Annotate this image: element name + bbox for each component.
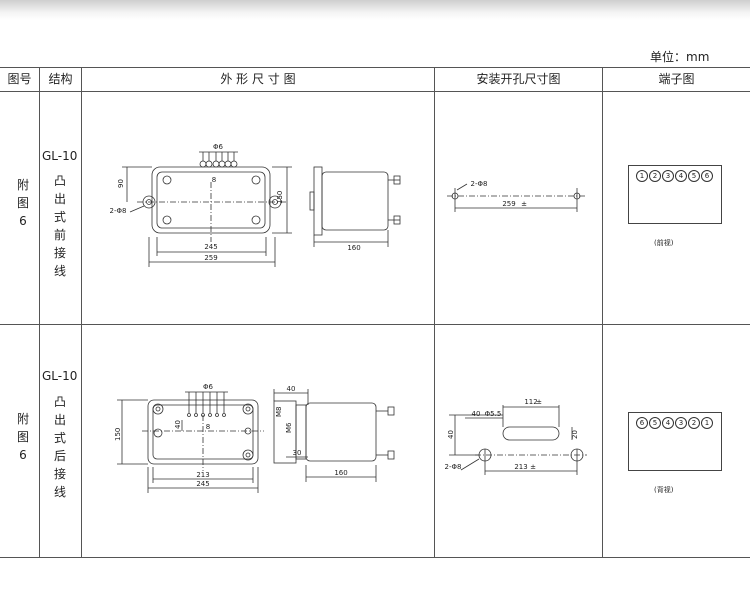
row2-view-label: (背视) [654,486,674,494]
row1-w-outer-label: 259 [204,254,217,262]
header-bottom-border [0,91,750,92]
row1-mount-span-label: 259 [502,200,515,208]
row1-term-d-label: Φ6 [213,143,224,151]
row2-mount-span-label: 213 [514,463,527,471]
row2-depth-label: 160 [334,469,347,477]
row1-hole-label: 2-Φ8 [110,207,127,215]
top-gradient-band [0,0,750,20]
row2-mount-slot-label: 112 [524,398,537,406]
row2-terminal-6: 6 [636,417,648,429]
row1-depth-label: 160 [347,244,360,252]
row1-terminal-6: 6 [701,170,713,182]
row1-pitch-label: 8 [212,176,216,184]
row2-mount-span-tol: ± [530,463,536,471]
col-divider-4 [602,67,603,557]
row1-terminal-2: 2 [649,170,661,182]
row2-mount-slot-tol: ± [536,398,542,406]
row2-d2-label: M6 [285,422,293,433]
row2-h-half-label: 40 [174,420,182,429]
header-structure: 结构 [48,72,73,86]
row2-terminal-2: 2 [688,417,700,429]
row1-w-inner-label: 245 [204,243,217,251]
row2-pitch-label: 8 [206,423,210,431]
row2-terminal-5: 5 [649,417,661,429]
row1-terminal-box [628,165,722,224]
row2-side-w-label: 40 [287,385,296,393]
row2-terminal-3: 3 [675,417,687,429]
unit-label: 单位：mm [650,50,710,64]
row1-structure: 凸出式前接线 [53,174,66,278]
header-outline: 外 形 尺 寸 图 [220,72,296,86]
row2-mount-hole-label: 2-Φ8 [445,463,462,471]
col-divider-3 [434,67,435,557]
row1-terminal-4: 4 [675,170,687,182]
row2-w-outer-label: 245 [196,480,209,488]
row1-outline-drawing: Φ6 8 245 259 160 2-Φ8 150 90 [110,143,401,267]
row2-outline-drawing: Φ6 8 213 245 40 30 160 150 40 M8 M6 [114,383,395,493]
row1-mount-tol-label: ± [521,200,527,208]
row2-h-label: 150 [114,428,122,441]
row1-terminal-5: 5 [688,170,700,182]
header-mounting: 安装开孔尺寸图 [476,72,561,86]
col-divider-1 [39,67,40,557]
row1-terminal-3: 3 [662,170,674,182]
header-terminal: 端子图 [658,72,695,86]
row2-terminal-box [628,412,722,471]
row1-h-label: 150 [276,191,284,204]
row1-terminal-list: 1 2 3 4 5 6 [636,170,713,182]
row1-view-label: (前视) [654,239,674,247]
row2-mount-off-label: 40 [472,410,481,418]
col-divider-2 [81,67,82,557]
row2-d1-label: M8 [275,407,283,418]
row1-mount-drawing: 259 ± 2-Φ8 [447,180,585,212]
table-bottom-border [0,557,750,558]
row2-terminal-list: 6 5 4 3 2 1 [636,417,713,429]
row2-terminal-1: 1 [701,417,713,429]
row2-structure: 凸出式后接线 [53,395,66,499]
row2-side-off-label: 30 [293,449,302,457]
row1-h-half-label: 90 [117,179,125,188]
row1-model: GL-10 [42,149,78,163]
header-fig-no: 图号 [7,72,32,86]
row1-fig-no: 附图6 [16,178,29,228]
row2-terminal-4: 4 [662,417,674,429]
table-top-border [0,67,750,68]
row2-mount-drawing: 112 ± 40 Φ5.5 213 ± 2-Φ8 40 20 [445,398,587,475]
row2-mount-r-label: Φ5.5 [485,410,502,418]
row2-term-d-label: Φ6 [203,383,214,391]
row1-mount-hole-label: 2-Φ8 [471,180,488,188]
row1-terminal-1: 1 [636,170,648,182]
row2-model: GL-10 [42,369,78,383]
row2-mount-h-label: 20 [571,430,579,439]
row2-fig-no: 附图6 [16,412,29,462]
row-divider [0,324,750,325]
row2-mount-off2-label: 40 [447,430,455,439]
row2-w-inner-label: 213 [196,471,209,479]
